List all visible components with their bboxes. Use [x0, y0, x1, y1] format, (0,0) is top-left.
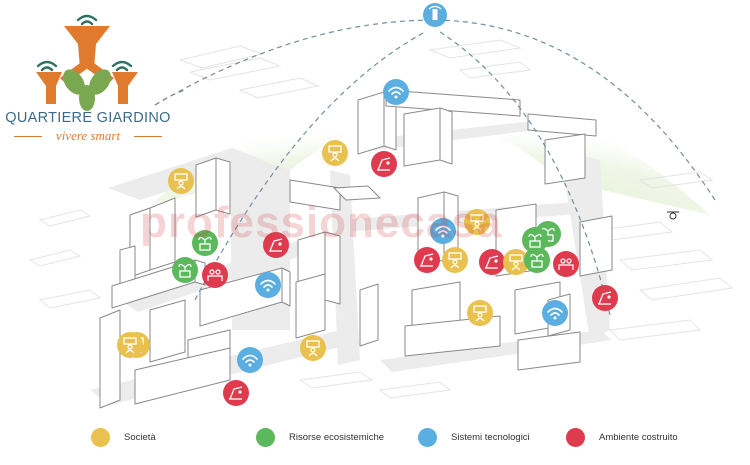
bench-icon [420, 253, 434, 267]
marker-tecnologici [542, 300, 568, 326]
brand-subtitle: vivere smart [55, 128, 121, 143]
legend-label: Ambiente costruito [599, 431, 678, 443]
background-buildings [28, 39, 734, 399]
wifi-icon [242, 354, 258, 367]
watermark: professionecasa [140, 198, 503, 247]
people-icon [207, 269, 223, 281]
marker-tecnologici [383, 79, 409, 105]
wifi-icon [260, 279, 276, 292]
legend-label: Risorse ecosistemiche [289, 431, 385, 443]
plant-icon [198, 236, 212, 251]
wifi-icon [547, 307, 563, 320]
logo-wifi-icon [36, 14, 133, 72]
person-sign-icon [328, 145, 342, 162]
legend-dot-costruito [566, 427, 585, 447]
plant-icon [178, 263, 192, 278]
antenna-marker [423, 3, 447, 27]
marker-societa [464, 209, 490, 235]
coverage-dome-fill [150, 84, 710, 215]
legend-dot-tecnologici [418, 427, 437, 447]
marker-ecosistemi [522, 227, 548, 253]
legend-label: Sistemi tecnologici [451, 431, 530, 443]
legend-item-costruito: Ambiente costruito [566, 425, 678, 449]
person-sign-icon [473, 305, 487, 322]
marker-ecosistemi [524, 247, 550, 273]
wifi-icon [388, 86, 404, 99]
marker-costruito [223, 380, 249, 406]
marker-tecnologici [255, 272, 281, 298]
plant-icon [528, 233, 542, 248]
marker-societa [467, 300, 493, 326]
person-sign-icon [306, 340, 320, 357]
marker-costruito [479, 249, 505, 275]
marker-societa [117, 332, 143, 358]
marker-societa [322, 140, 348, 166]
logo [36, 14, 138, 111]
marker-societa [168, 168, 194, 194]
legend-item-societa: Società [91, 425, 156, 449]
marker-costruito [202, 262, 228, 288]
marker-costruito [414, 247, 440, 273]
marker-layer [117, 79, 618, 406]
legend-item-tecnologici: Sistemi tecnologici [418, 425, 530, 449]
marker-costruito [592, 285, 618, 311]
brand-rule-right [134, 136, 162, 137]
legend: Società Risorse ecosistemiche Sistemi te… [0, 425, 750, 449]
legend-item-ecosistemi: Risorse ecosistemiche [256, 425, 384, 449]
marker-ecosistemi [192, 230, 218, 256]
marker-costruito [263, 232, 289, 258]
drone-icon [667, 211, 679, 220]
person-sign-icon [123, 337, 137, 354]
marker-societa [503, 249, 529, 275]
buildings [99, 89, 613, 409]
bench-icon [269, 238, 283, 252]
marker-societa [442, 247, 468, 273]
marker-costruito [553, 251, 579, 277]
legend-label: Società [124, 431, 156, 443]
person-sign-icon [509, 254, 523, 271]
person-sign-icon [174, 173, 188, 190]
brand-title: QUARTIERE GIARDINO [5, 110, 171, 126]
bench-icon [598, 291, 612, 305]
marker-tecnologici [430, 218, 456, 244]
marker-costruito [371, 151, 397, 177]
marker-tecnologici [237, 347, 263, 373]
bench-icon [229, 386, 243, 400]
people-icon [558, 258, 574, 270]
marker-ecosistemi [172, 257, 198, 283]
marker-societa [300, 335, 326, 361]
bench-icon [377, 157, 391, 171]
bench-icon [485, 255, 499, 269]
person-sign-icon [470, 214, 484, 231]
logo-leaf-icon [63, 69, 111, 111]
coverage-arcs [154, 19, 716, 316]
plant-icon [530, 253, 544, 268]
legend-dot-ecosistemi [256, 427, 275, 447]
legend-dot-societa [91, 427, 110, 447]
wifi-icon [435, 225, 451, 238]
person-sign-icon [448, 252, 462, 269]
brand-rule-left [14, 136, 42, 137]
